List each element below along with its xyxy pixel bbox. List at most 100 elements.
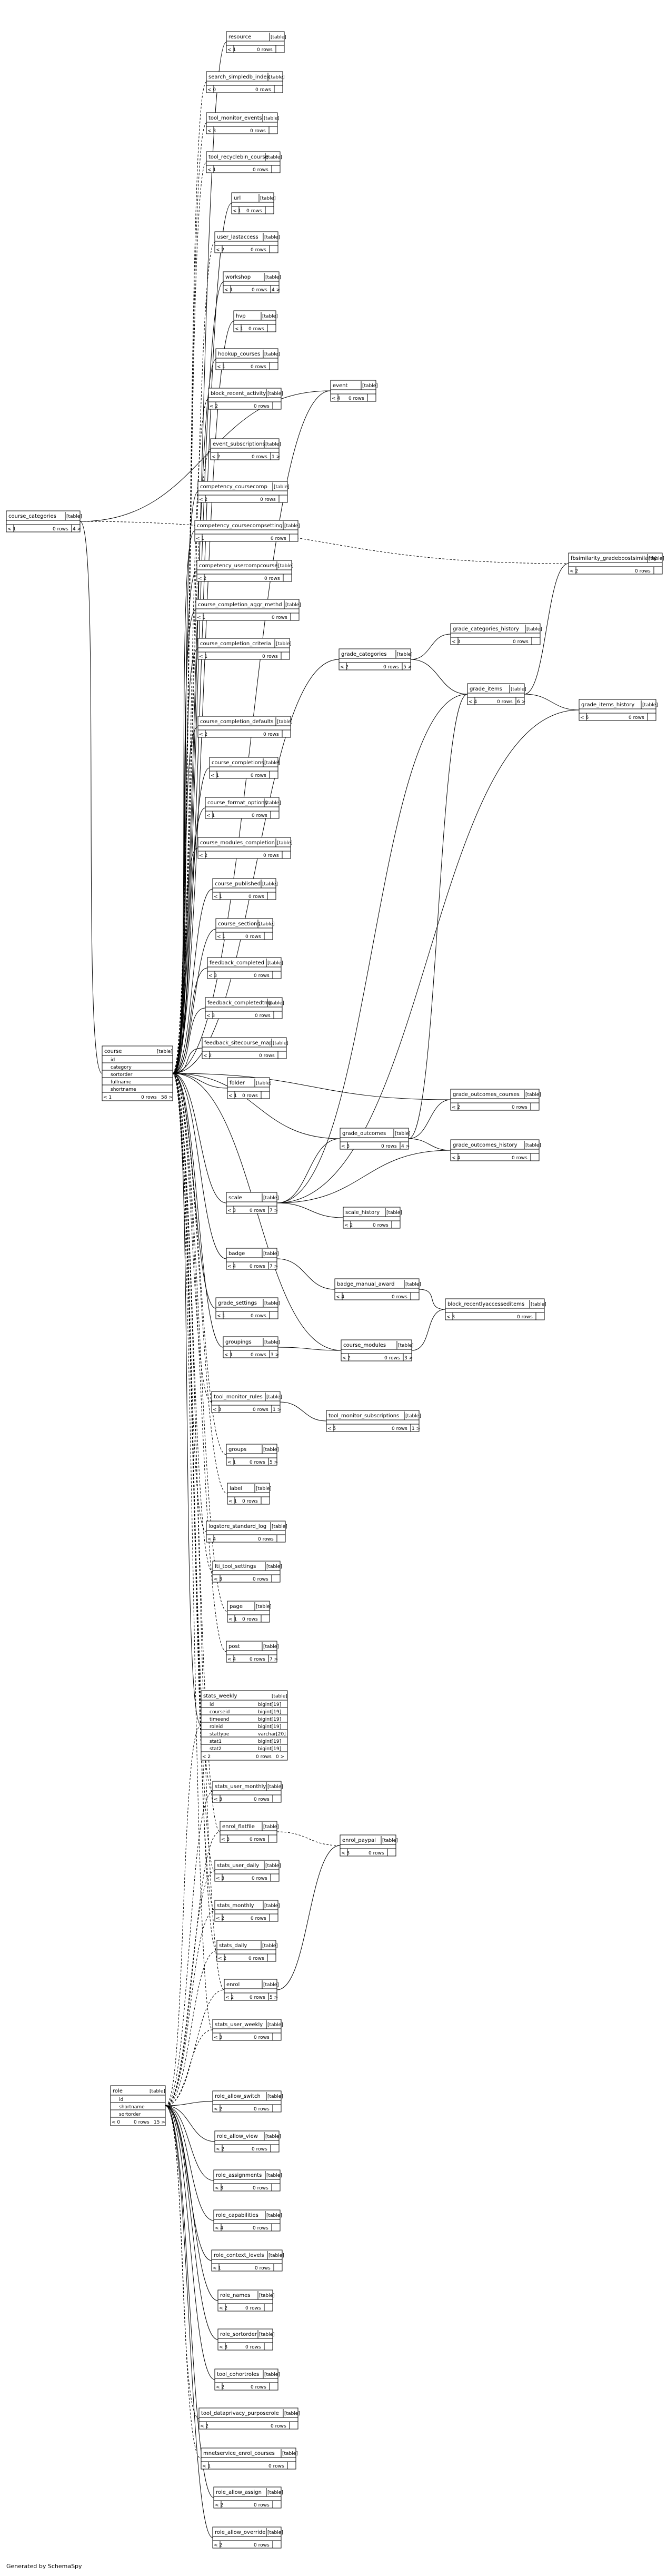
row-count: 0 rows [258, 1537, 274, 1542]
parent-count: < 2 [218, 1956, 226, 1961]
parent-count: < 2 [214, 2107, 222, 2112]
table-name: grade_outcomes [342, 1131, 386, 1137]
role-edge [165, 2105, 213, 2538]
table-node-fbsimilarity[interactable]: fbsimilarity_gradeboostsimilarity[table]… [568, 552, 664, 575]
parent-count: < 4 [215, 2226, 223, 2231]
column-name: stat2 [210, 1746, 222, 1752]
parent-count: < 1 [207, 167, 216, 173]
child-count: 7 > [270, 1264, 278, 1269]
role-edge [165, 1791, 213, 2106]
parent-count: < 3 [219, 2345, 227, 2350]
child-count: 3 > [271, 1353, 279, 1358]
parent-count: < 2 [216, 2147, 224, 2152]
row-count: 0 rows [253, 1407, 268, 1413]
parent-count: < 3 [446, 1315, 455, 1320]
row-count: 0 rows [369, 1851, 384, 1856]
role-edge [165, 2105, 218, 2301]
parent-count: < 5 [327, 1426, 336, 1432]
row-count: 0 rows [251, 773, 266, 778]
enrol-edge [276, 1845, 341, 1990]
table-name: course_completions [212, 760, 264, 766]
table-name: feedback_sitecourse_map [204, 1040, 273, 1046]
row-count: 0 rows [272, 615, 287, 620]
table-node-course[interactable]: course[table]idcategorysortorderfullname… [102, 1045, 173, 1101]
table-box [201, 2447, 296, 2470]
table-box [341, 1339, 412, 1361]
